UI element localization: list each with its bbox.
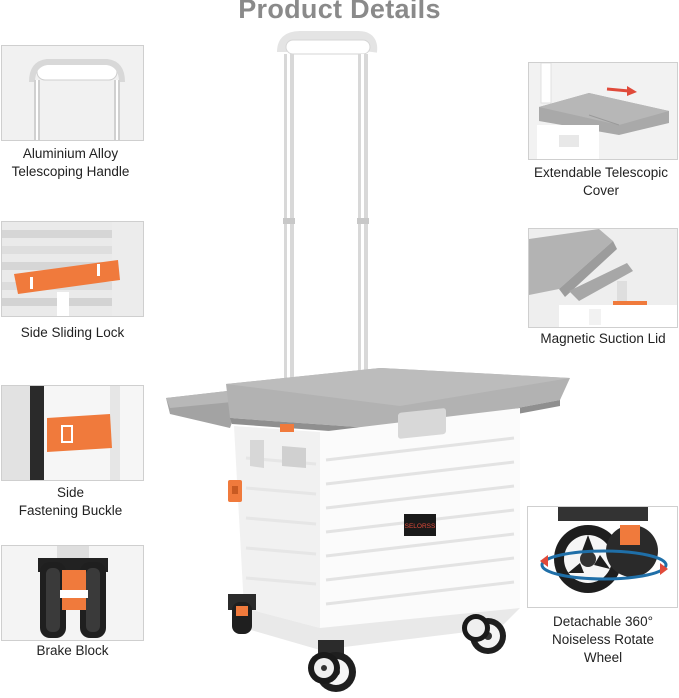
lid-caption: Magnetic Suction Lid bbox=[523, 330, 679, 348]
brake-thumbnail bbox=[1, 545, 144, 641]
buckle-caption-line1: Side bbox=[56, 485, 85, 500]
rotate-wheel-icon bbox=[528, 507, 677, 607]
brake-caption: Brake Block bbox=[0, 642, 145, 660]
magnetic-lid-icon bbox=[529, 229, 677, 327]
handle-caption: Aluminium Alloy Telescoping Handle bbox=[0, 145, 141, 181]
cover-caption-line1: Extendable Telescopic bbox=[533, 165, 669, 180]
handle-caption-line2: Telescoping Handle bbox=[11, 164, 130, 179]
buckle-thumbnail bbox=[1, 385, 144, 481]
wheel-caption-line2: Noiseless Rotate bbox=[551, 632, 655, 647]
brake-caption-line1: Brake Block bbox=[36, 643, 109, 658]
brand-badge-text: SELORSS bbox=[405, 523, 436, 530]
handle-thumbnail bbox=[1, 45, 144, 141]
wheel-caption: Detachable 360° Noiseless Rotate Wheel bbox=[527, 613, 679, 667]
sliding-lock-icon bbox=[2, 222, 143, 316]
buckle-icon bbox=[2, 386, 143, 480]
lid-caption-line1: Magnetic Suction Lid bbox=[540, 331, 666, 346]
handle-caption-line1: Aluminium Alloy bbox=[22, 146, 119, 161]
buckle-caption-line2: Fastening Buckle bbox=[18, 503, 123, 518]
lock-thumbnail bbox=[1, 221, 144, 317]
cover-caption: Extendable Telescopic Cover bbox=[523, 164, 679, 200]
wheel-caption-line3: Wheel bbox=[583, 650, 623, 665]
cover-caption-line2: Cover bbox=[582, 183, 619, 198]
wheel-caption-line1: Detachable 360° bbox=[553, 614, 653, 629]
rolling-cart-icon: SELORSS bbox=[166, 31, 570, 692]
cart-hero-image: SELORSS bbox=[160, 28, 580, 693]
cover-thumbnail bbox=[528, 62, 678, 160]
buckle-caption: Side Fastening Buckle bbox=[0, 484, 141, 520]
page-title: Product Details bbox=[238, 0, 441, 24]
brand-badge bbox=[404, 514, 436, 536]
brake-icon bbox=[2, 546, 143, 640]
wheel-thumbnail bbox=[527, 506, 678, 608]
lid-thumbnail bbox=[528, 228, 678, 328]
telescopic-cover-icon bbox=[529, 63, 677, 159]
lock-caption: Side Sliding Lock bbox=[0, 324, 145, 342]
lock-caption-line1: Side Sliding Lock bbox=[20, 325, 125, 340]
handle-icon bbox=[2, 46, 143, 140]
